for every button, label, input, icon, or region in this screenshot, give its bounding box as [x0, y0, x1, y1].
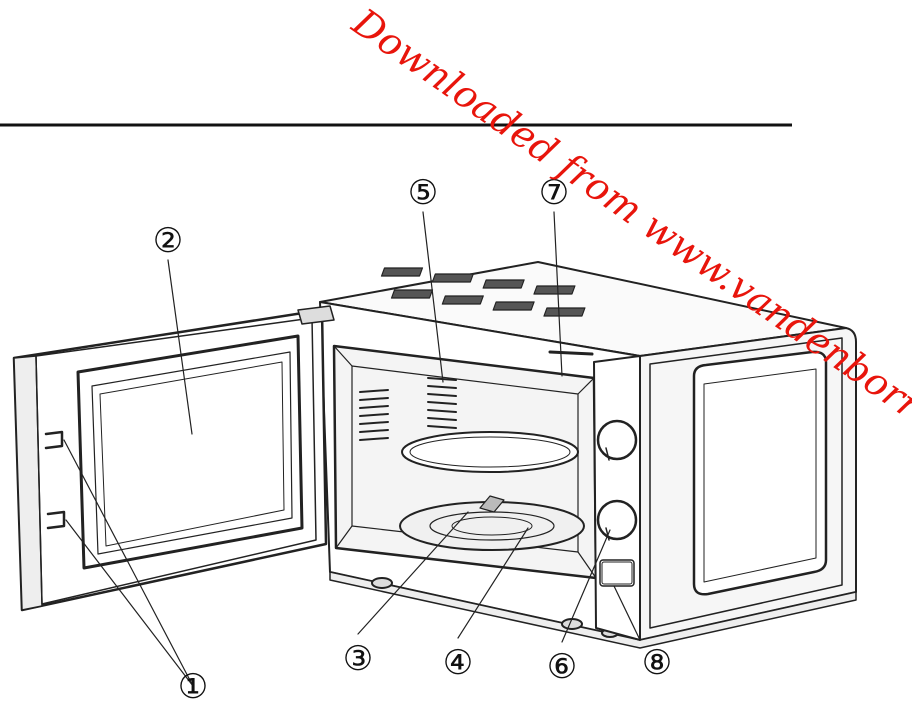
door-safety-latches	[44, 430, 66, 530]
callout-1: ①	[178, 667, 208, 707]
callout-6: ⑥	[547, 647, 577, 687]
callout-labels: ① ② ③ ④ ⑤ ⑥ ⑦ ⑧	[153, 173, 672, 707]
grill-rack	[401, 431, 579, 473]
top-vents	[380, 267, 586, 317]
callout-2: ②	[153, 221, 183, 261]
callout-5: ⑤	[408, 173, 438, 213]
turntable	[399, 495, 585, 551]
callout-7: ⑦	[539, 173, 569, 213]
callout-4: ④	[443, 643, 473, 683]
cavity-vents	[359, 377, 457, 441]
timer-knob	[596, 419, 638, 461]
leader-lines	[63, 211, 641, 687]
callout-3: ③	[343, 639, 373, 679]
door-window	[76, 334, 304, 570]
callout-8: ⑧	[642, 643, 672, 683]
control-panel-label	[601, 561, 633, 585]
power-knob	[596, 499, 638, 541]
